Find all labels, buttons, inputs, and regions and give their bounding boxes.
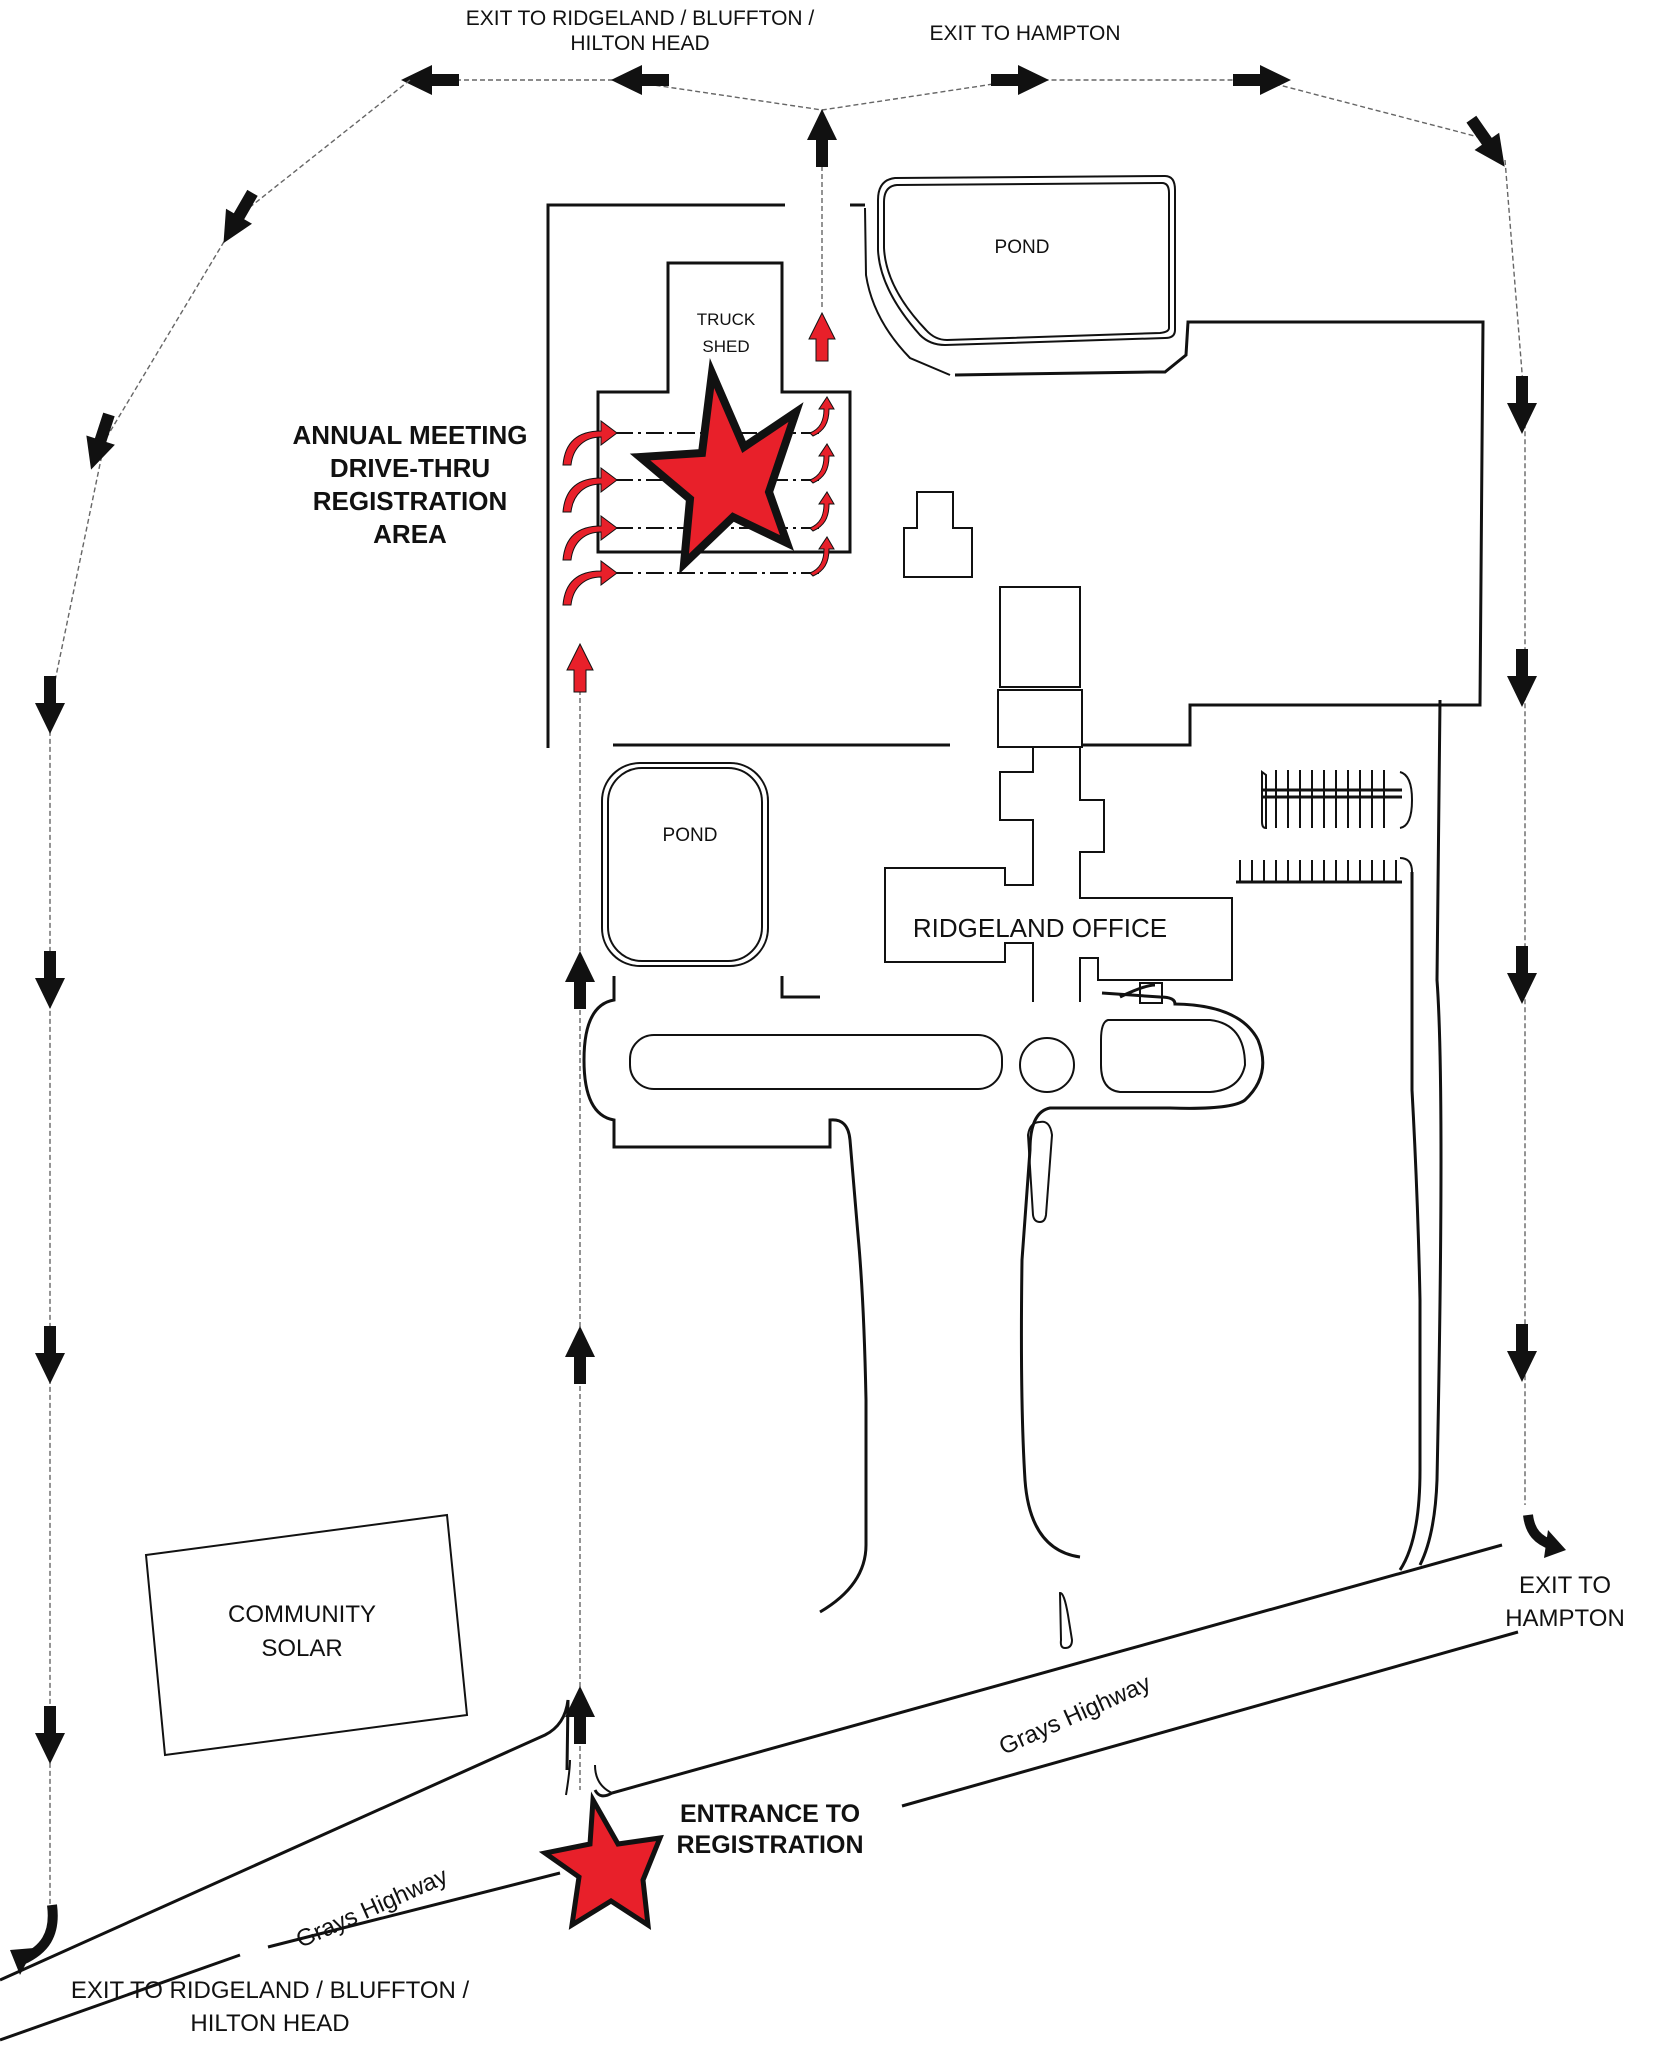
direction-arrow-icon [210,185,266,251]
loop-island-east [1100,1019,1247,1093]
exit-bottom-right-line2: HAMPTON [1505,1605,1625,1632]
pond-south: POND [601,762,769,967]
fence-lines [546,203,1485,748]
direction-arrow-icon [1507,376,1537,434]
registration-area-label-line2: DRIVE-THRU [330,453,490,483]
registration-flow-arrow-icon [562,560,618,606]
median-island-south [1058,1592,1074,1650]
direction-arrow-icon [1459,110,1517,176]
solar-label-line2: SOLAR [261,1635,342,1662]
exit-bottom-right-line1: EXIT TO [1519,1572,1611,1599]
direction-arrow-icon [35,1326,65,1384]
exit-top-left-label: EXIT TO RIDGELAND / BLUFFTON / HILTON HE… [466,7,815,55]
curved-arrow-icon [1523,1514,1566,1558]
exit-top-left-line2: HILTON HEAD [570,32,709,55]
median-island [1026,1120,1054,1224]
registration-flow-arrow-icon [562,467,618,513]
highway-label-east: Grays Highway [995,1670,1155,1761]
registration-flow-arrow-icon [562,420,618,466]
fence-west [546,203,785,748]
registration-flow-arrow-icon [809,536,835,577]
registration-area-label-line3: REGISTRATION [313,486,508,516]
direction-arrow-icon [611,65,669,95]
east-driveway [1398,699,1443,1571]
route-top-line [440,79,1491,141]
loop-island-round [1019,1037,1075,1093]
lane-entry-arrows [562,420,618,606]
parking-north [1261,770,1414,830]
registration-flow-arrow-icon [809,443,835,484]
direction-arrow-icon [1233,65,1291,95]
entry-loop-road [582,976,1265,1650]
entrance-star [538,1791,664,1930]
office-wing-north [999,586,1081,688]
office-wing-connector [997,689,1083,748]
direction-arrow-icon [35,1706,65,1764]
direction-arrow-icon [565,1326,595,1384]
pond-north-label: POND [995,237,1050,258]
registration-area-label-line1: ANNUAL MEETING [293,420,528,450]
registration-area-label-line4: AREA [373,519,447,549]
exit-route-top [401,65,1517,310]
exit-bottom-left-line1: EXIT TO RIDGELAND / BLUFFTON / [71,1977,470,2004]
solar-label-line1: COMMUNITY [228,1601,376,1628]
star-icon [538,1791,664,1930]
truck-shed-label-line2: SHED [702,337,749,356]
entrance-label-line1: ENTRANCE TO [680,1800,860,1828]
loop-island-west [629,1034,1003,1090]
direction-arrow-icon [807,109,837,167]
direction-arrow-icon [991,65,1049,95]
direction-arrow-icon [35,951,65,1009]
fence-east [954,320,1485,747]
direction-arrow-icon [565,1686,595,1744]
direction-arrow-icon [1507,649,1537,707]
registration-flow-arrow-icon [808,312,836,362]
exit-top-right-label: EXIT TO HAMPTON [930,22,1121,45]
parking-south [1236,857,1413,885]
pond-south-label: POND [663,825,718,846]
highway-label-west: Grays Highway [292,1863,452,1954]
small-building [903,491,973,578]
entrance-route [565,312,836,1790]
curved-arrow-icon [10,1904,58,1975]
direction-arrow-icon [1507,1324,1537,1382]
registration-flow-arrow-icon [562,515,618,561]
registration-flow-arrow-icon [566,643,594,693]
community-solar: COMMUNITY SOLAR [144,1513,469,1757]
entrance-label-line2: REGISTRATION [676,1831,863,1859]
route-east-line [1504,159,1526,1505]
pond-north: POND [864,174,1176,376]
registration-area-star [629,357,804,575]
truck-shed-label-line1: TRUCK [697,310,756,329]
exit-bottom-left-line2: HILTON HEAD [190,2010,349,2037]
route-west-line [49,79,411,1920]
direction-arrow-icon [35,676,65,734]
office-entry-canopy [1139,982,1163,1004]
office-label: RIDGELAND OFFICE [913,913,1167,943]
exit-top-left-line1: EXIT TO RIDGELAND / BLUFFTON / [466,7,815,30]
star-icon [629,357,804,575]
registration-flow-arrow-icon [809,491,835,532]
exit-route-east [1504,159,1566,1558]
direction-arrow-icon [565,951,595,1009]
office-main-building [884,747,1233,1002]
registration-flow-arrow-icon [809,396,835,437]
direction-arrow-icon [1507,946,1537,1004]
exit-route-west [10,79,411,1975]
ridgeland-office: RIDGELAND OFFICE [884,586,1233,1002]
lane-exit-arrows [809,396,835,577]
